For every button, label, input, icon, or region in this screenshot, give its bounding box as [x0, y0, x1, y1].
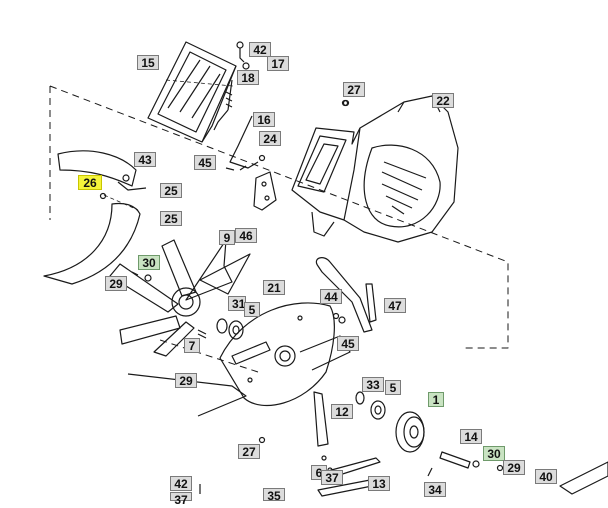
- callout-31: 31: [228, 296, 246, 311]
- callout-15: 15: [137, 55, 159, 70]
- callout-25: 25: [160, 211, 182, 226]
- callout-37: 37: [321, 470, 343, 485]
- callout-30: 30: [483, 446, 505, 461]
- part-25-shrouds: [43, 150, 141, 285]
- callout-24: 24: [259, 131, 281, 146]
- callout-27: 27: [238, 444, 260, 459]
- part-31-5-7-spacers: [197, 318, 244, 340]
- part-22-housing: [258, 95, 459, 243]
- callout-34: 34: [424, 482, 446, 497]
- part-33-5-bushings: [355, 391, 386, 420]
- part-46-bracket: [117, 165, 277, 211]
- callout-45: 45: [337, 336, 359, 351]
- dashed-leader-2: [103, 194, 139, 211]
- callout-18: 18: [237, 70, 259, 85]
- callout-43: 43: [134, 152, 156, 167]
- dashed-assembly-boundary: [49, 85, 509, 373]
- callout-21: 21: [263, 280, 285, 295]
- callout-27: 27: [343, 82, 365, 97]
- callout-44: 44: [320, 289, 342, 304]
- callout-9: 9: [219, 230, 235, 245]
- part-14-pin: [427, 451, 504, 477]
- callout-33: 33: [362, 377, 384, 392]
- part-16-18-spring-rod: [213, 41, 259, 169]
- callout-42: 42: [170, 476, 192, 491]
- callout-46: 46: [235, 228, 257, 243]
- callout-29: 29: [503, 460, 525, 475]
- dashed-leader-1: [165, 79, 234, 87]
- callout-1: 1: [428, 392, 444, 407]
- part-15-tray: [147, 41, 237, 143]
- callout-13: 13: [368, 476, 390, 491]
- callout-29: 29: [175, 373, 197, 388]
- callout-22: 22: [432, 93, 454, 108]
- callout-5: 5: [244, 302, 260, 317]
- callout-26: 26: [78, 175, 102, 190]
- part-12-bracket: [313, 391, 329, 447]
- callout-16: 16: [253, 112, 275, 127]
- callout-45: 45: [194, 155, 216, 170]
- callout-14: 14: [460, 429, 482, 444]
- callout-40: 40: [535, 469, 557, 484]
- callout-7: 7: [184, 338, 200, 353]
- callout-17: 17: [267, 56, 289, 71]
- callout-12: 12: [331, 404, 353, 419]
- part-40-edge: [559, 461, 608, 495]
- part-21-plate: [219, 302, 351, 406]
- callout-37: 37: [170, 492, 192, 507]
- callout-25: 25: [160, 183, 182, 198]
- callout-30: 30: [138, 255, 160, 270]
- callout-5: 5: [385, 380, 401, 395]
- part-47-arm: [315, 257, 377, 333]
- callout-35: 35: [263, 488, 285, 503]
- callout-47: 47: [384, 298, 406, 313]
- callout-29: 29: [105, 276, 127, 291]
- part-9-impeller: [109, 239, 251, 357]
- part-1-pulley: [395, 411, 425, 453]
- callout-42: 42: [249, 42, 271, 57]
